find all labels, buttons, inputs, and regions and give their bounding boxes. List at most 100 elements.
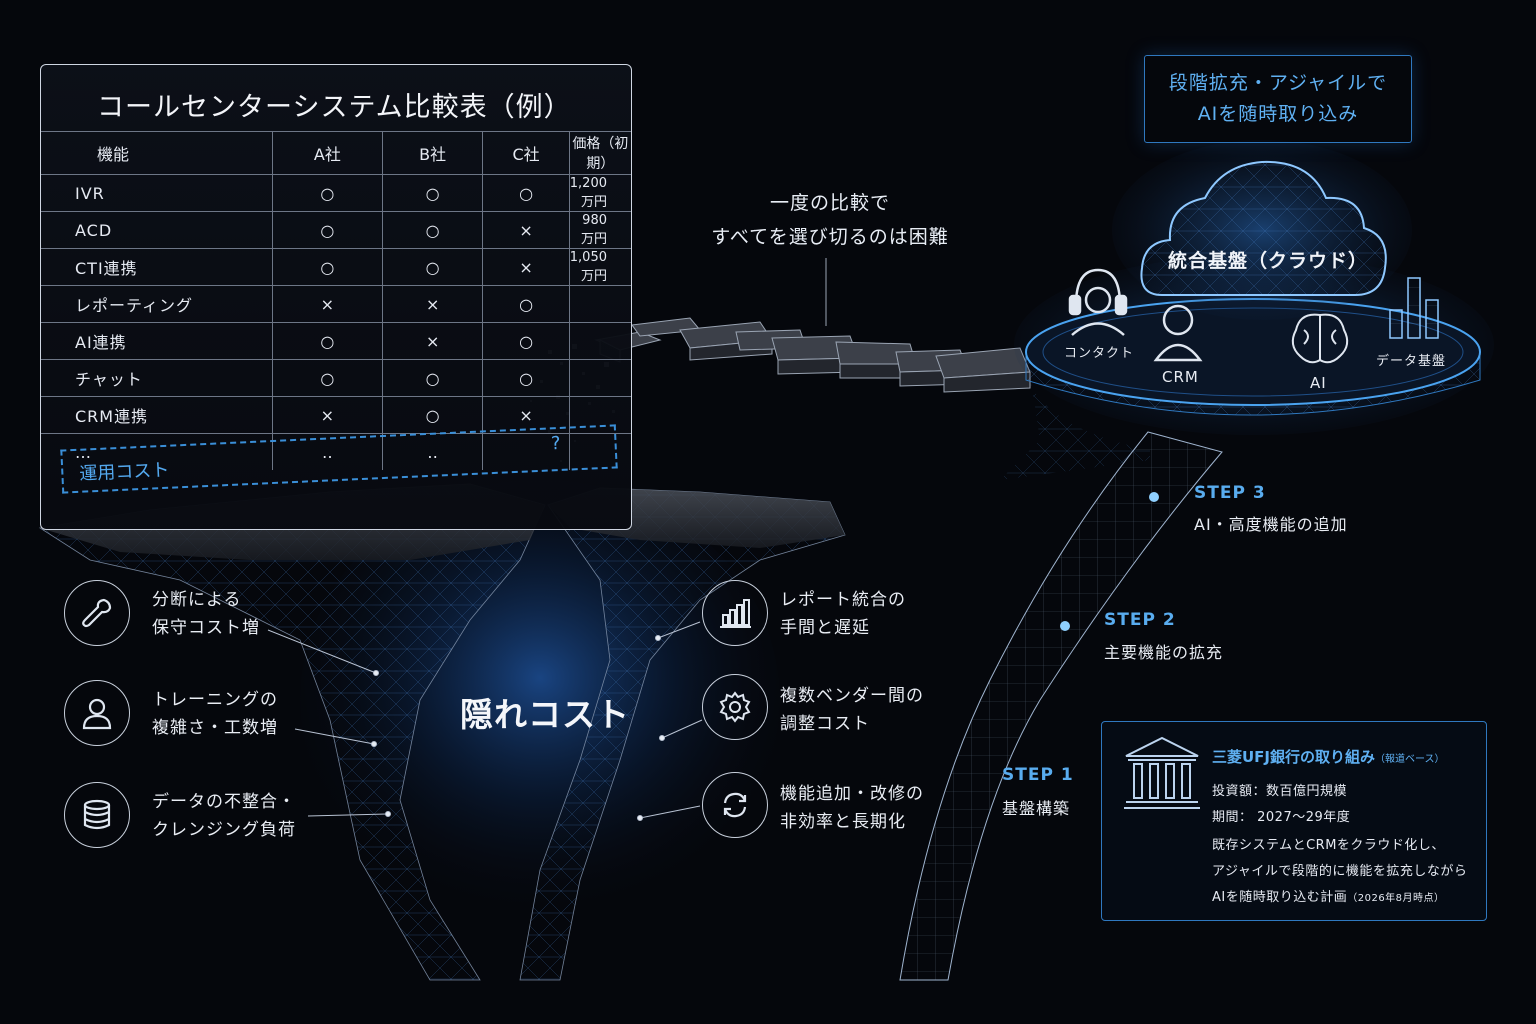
headset-icon	[1068, 268, 1128, 336]
availability-cell: ×	[482, 396, 570, 434]
case-study-title-text: 三菱UFJ銀行の取り組み	[1212, 748, 1376, 766]
availability-cell: ○	[381, 211, 483, 249]
item-line: クレンジング負荷	[152, 820, 296, 840]
data-platform-label: データ基盤	[1376, 354, 1447, 369]
brain-icon	[1291, 313, 1349, 364]
step3-node	[1149, 492, 1159, 502]
table-row: …‥‥	[41, 433, 631, 470]
table-title: コールセンターシステム比較表（例）	[97, 92, 572, 123]
case-study-desc-1: 既存システムとCRMをクラウド化し、	[1212, 838, 1445, 853]
table-row: チャット○○○	[41, 359, 631, 397]
price-cell	[568, 396, 631, 434]
availability-cell: ○	[482, 322, 570, 360]
availability-cell: ○	[482, 285, 570, 323]
agile-line-2: AIを随時取り込み	[1197, 103, 1359, 125]
availability-cell: ○	[271, 359, 383, 397]
item-line: 複数ベンダー間の	[780, 686, 924, 706]
availability-cell: ×	[381, 285, 483, 323]
price-cell: 1,050万円	[568, 248, 631, 286]
availability-cell: ×	[381, 322, 483, 360]
modification-inefficiency-item: 機能追加・改修の 非効率と長期化	[780, 780, 924, 836]
availability-cell: ○	[482, 174, 570, 212]
case-study-period: 期間： 2027〜29年度	[1212, 810, 1351, 825]
maintenance-cost-item: 分断による 保守コスト増	[152, 586, 260, 642]
database-icon	[64, 782, 130, 848]
bridge-blocks	[594, 317, 1031, 393]
price-cell	[568, 359, 631, 397]
case-study-desc-3-text: AIを随時取り込む計画	[1212, 890, 1348, 905]
platform-body	[1000, 360, 1150, 480]
table-row: IVR○○○1,200万円	[41, 174, 631, 212]
step2-node	[1060, 621, 1070, 631]
availability-cell: ○	[271, 248, 383, 286]
header-company-a: A社	[271, 131, 383, 175]
header-company-c: C社	[482, 131, 570, 175]
availability-cell	[482, 433, 570, 470]
feature-cell: …	[41, 433, 273, 470]
availability-cell: ○	[482, 359, 570, 397]
contact-label: コンタクト	[1064, 346, 1135, 361]
feature-cell: CTI連携	[41, 248, 273, 286]
case-study-box: 三菱UFJ銀行の取り組み（報道ベース） 投資額：数百億円規模 期間： 2027〜…	[1101, 721, 1487, 921]
availability-cell: ×	[482, 211, 570, 249]
leader-lines	[267, 621, 703, 821]
cloud-shape	[1140, 160, 1387, 296]
vendor-coordination-item: 複数ベンダー間の 調整コスト	[780, 682, 924, 738]
table-row: CRM連携×○×	[41, 396, 631, 434]
step1-title: STEP 1	[1002, 765, 1074, 785]
table-row: レポーティング××○	[41, 285, 631, 323]
note-line-2: すべてを選び切るのは困難	[711, 226, 949, 248]
feature-cell: AI連携	[41, 322, 273, 360]
availability-cell: ○	[271, 174, 383, 212]
user-icon	[1153, 304, 1203, 362]
table-header-row: 機能 A社 B社 C社 価格（初期）	[41, 131, 631, 175]
data-bars-icon	[1389, 277, 1439, 339]
table-row: ACD○○×980万円	[41, 211, 631, 249]
operating-cost-label: 運用コスト	[78, 459, 170, 485]
step1-desc: 基盤構築	[1002, 799, 1071, 818]
item-line: 機能追加・改修の	[780, 784, 924, 804]
wrench-icon	[64, 580, 130, 646]
item-line: 保守コスト増	[152, 618, 260, 638]
case-study-desc-2: アジャイルで段階的に機能を拡充しながら	[1212, 864, 1468, 879]
case-study-desc-3: AIを随時取り込む計画（2026年8月時点）	[1212, 886, 1445, 905]
feature-cell: レポーティング	[41, 285, 273, 323]
availability-cell: ○	[381, 174, 483, 212]
operating-cost-unknown: ?	[550, 432, 561, 455]
case-study-desc-3-note: （2026年8月時点）	[1347, 893, 1445, 904]
item-line: 手間と遅延	[780, 618, 870, 638]
data-cleansing-item: データの不整合・ クレンジング負荷	[152, 788, 296, 844]
agile-line-1: 段階拡充・アジャイルで	[1168, 72, 1388, 94]
step2-desc: 主要機能の拡充	[1104, 643, 1224, 662]
item-line: レポート統合の	[780, 590, 906, 610]
table-row: CTI連携○○×1,050万円	[41, 248, 631, 286]
availability-cell: ‥	[271, 433, 383, 470]
cloud-platform-label: 統合基盤（クラウド）	[1168, 250, 1369, 272]
item-line: トレーニングの	[152, 690, 278, 710]
note-line-1: 一度の比較で	[769, 192, 890, 214]
availability-cell: ○	[381, 396, 483, 434]
availability-cell: ○	[381, 248, 483, 286]
header-price: 価格（初期）	[568, 131, 631, 175]
comparison-table-panel: コールセンターシステム比較表（例） 機能 A社 B社 C社 価格（初期） IVR…	[40, 64, 632, 530]
availability-cell: ×	[482, 248, 570, 286]
availability-cell: ×	[271, 285, 383, 323]
agile-callout: 段階拡充・アジャイルで AIを随時取り込み	[1144, 55, 1412, 143]
case-study-investment: 投資額：数百億円規模	[1212, 784, 1348, 799]
step3-title: STEP 3	[1194, 483, 1266, 503]
refresh-icon	[702, 772, 768, 838]
report-integration-item: レポート統合の 手間と遅延	[780, 586, 906, 642]
table-row: AI連携○×○	[41, 322, 631, 360]
item-line: 非効率と長期化	[780, 812, 906, 832]
price-cell	[568, 285, 631, 323]
header-feature: 機能	[41, 131, 273, 175]
hidden-cost-title: 隠れコスト	[460, 695, 630, 734]
availability-cell: ○	[271, 211, 383, 249]
case-study-title: 三菱UFJ銀行の取り組み（報道ベース）	[1212, 746, 1445, 767]
feature-cell: CRM連携	[41, 396, 273, 434]
item-line: 調整コスト	[780, 714, 870, 734]
feature-cell: チャット	[41, 359, 273, 397]
item-line: 複雑さ・工数増	[152, 718, 278, 738]
